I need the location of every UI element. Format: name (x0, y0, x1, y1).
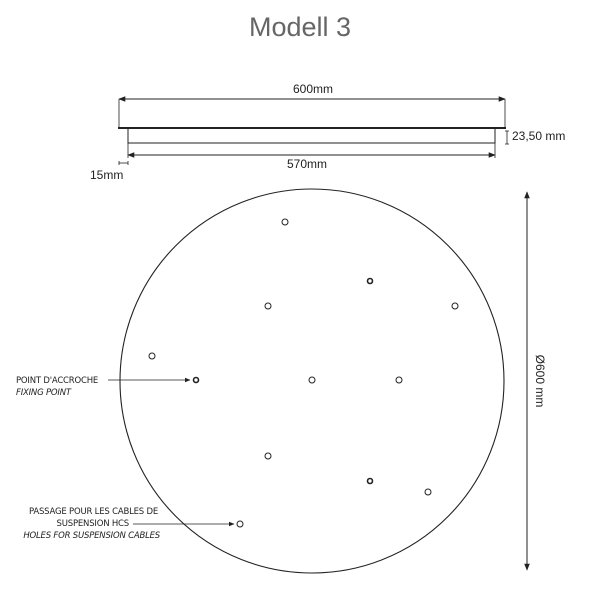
width-570-label: 570mm (287, 157, 328, 171)
fixing-label-fr: POINT D'ACCROCHE (16, 376, 99, 386)
side-view (118, 96, 509, 165)
holes-label-en: HOLES FOR SUSPENSION CABLES (23, 531, 160, 541)
offset-label: 15mm (90, 168, 124, 182)
cable-hole (424, 488, 432, 496)
cable-hole (451, 302, 459, 310)
holes-label-fr-1: PASSAGE POUR LES CABLES DE (28, 507, 158, 517)
cable-hole (236, 520, 244, 528)
diagram-title: Modell 3 (248, 12, 352, 42)
cable-hole (308, 376, 316, 384)
plate-outline (119, 188, 505, 574)
fixing-point (366, 277, 374, 285)
fixing-label-en: FIXING POINT (16, 388, 71, 398)
width-600-label: 600mm (293, 82, 334, 96)
cable-hole (264, 302, 272, 310)
fixing-point (192, 376, 200, 384)
holes-label-fr-2: SUSPENSION HCS (56, 519, 130, 529)
diameter-label: Ø600 mm (533, 354, 547, 408)
cable-hole (395, 376, 403, 384)
fixing-point (366, 477, 374, 485)
top-view (108, 188, 530, 574)
plate-body (127, 127, 496, 144)
cable-hole (148, 352, 156, 360)
height-label: 23,50 mm (512, 129, 566, 143)
cable-hole (281, 218, 289, 226)
cable-hole (264, 452, 272, 460)
